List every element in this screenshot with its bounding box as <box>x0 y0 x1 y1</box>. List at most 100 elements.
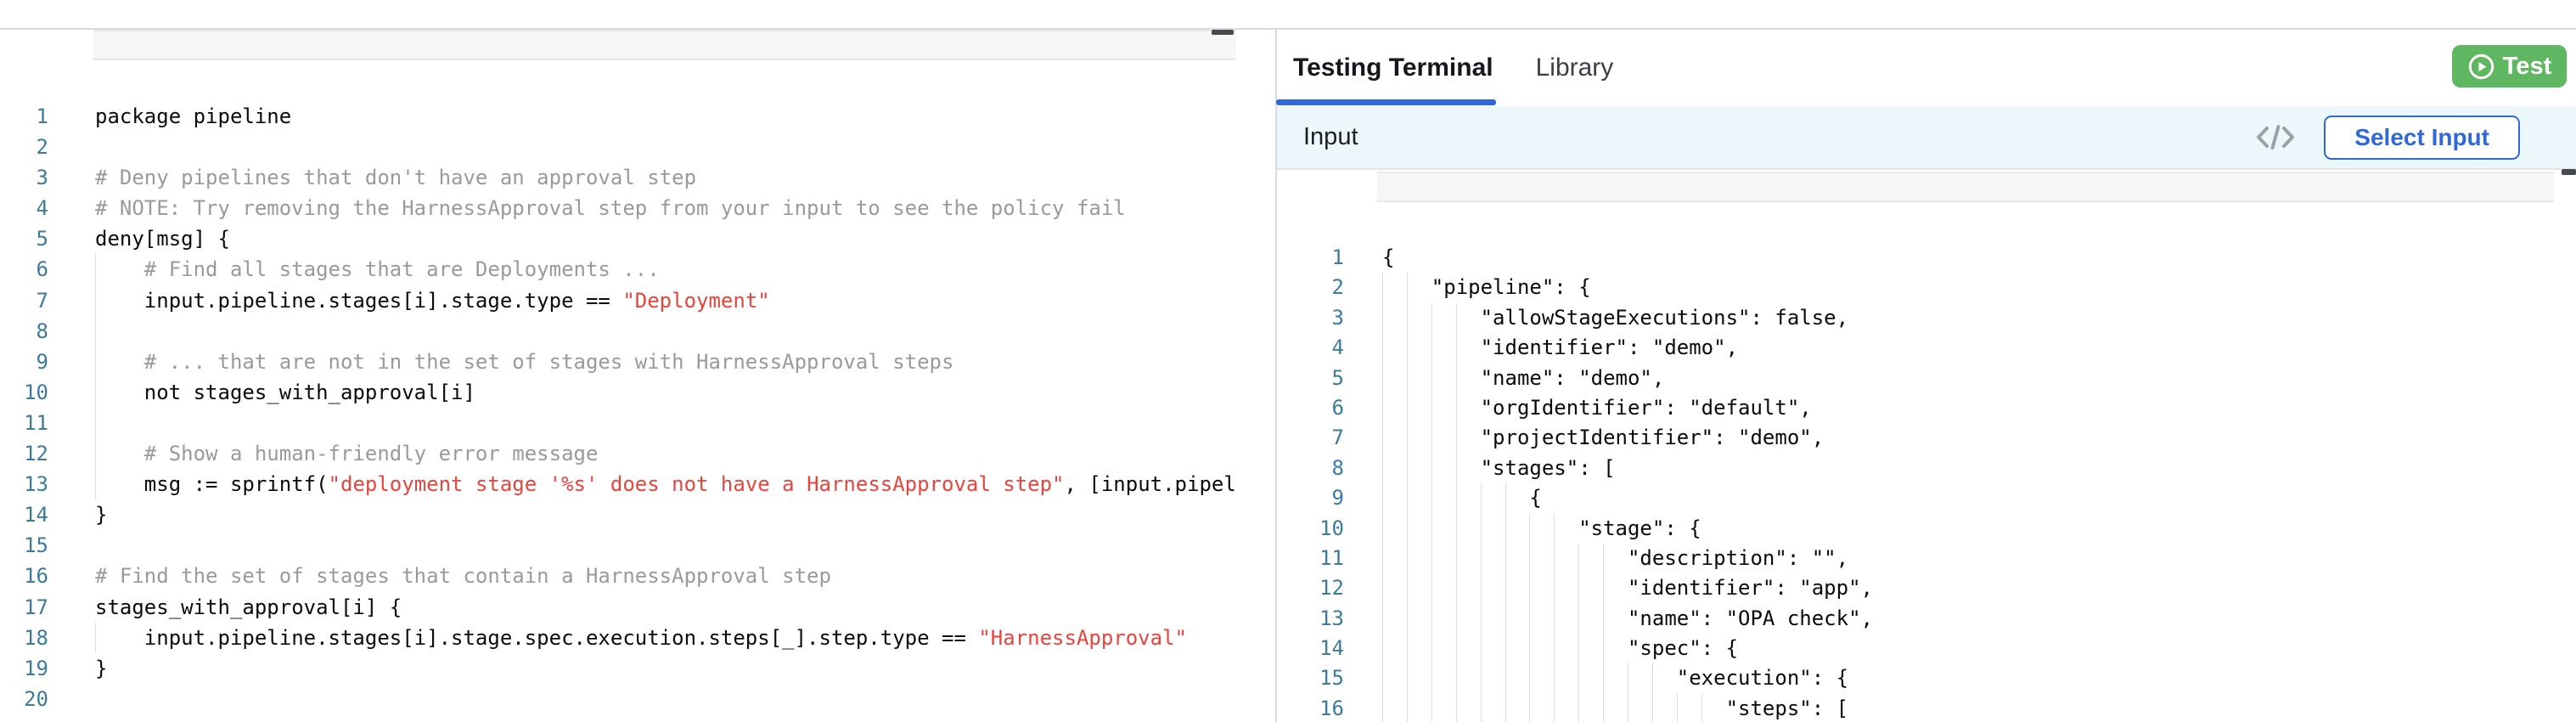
indent-guide <box>1505 663 1506 694</box>
code-line[interactable]: 19} <box>0 653 1236 684</box>
indent-guide <box>1554 573 1555 604</box>
line-number: 2 <box>36 135 48 160</box>
indent-guide <box>1406 273 1408 303</box>
code-line-text: "name": "OPA check", <box>1382 606 1873 630</box>
code-line[interactable]: 3# Deny pipelines that don't have an app… <box>0 162 1236 193</box>
code-line[interactable]: 10 "stage": { <box>1277 513 2576 544</box>
code-line-text: msg := sprintf("deployment stage '%s' do… <box>95 472 1236 497</box>
code-line-text: input.pipeline.stages[i].stage.spec.exec… <box>95 625 1187 650</box>
code-line-text: # ... that are not in the set of stages … <box>95 349 954 374</box>
code-line-text: deny[msg] { <box>95 227 230 251</box>
code-line[interactable]: 4# NOTE: Try removing the HarnessApprova… <box>0 193 1236 223</box>
code-line[interactable]: 13 msg := sprintf("deployment stage '%s'… <box>0 469 1236 500</box>
indent-guide <box>1455 513 1457 544</box>
indent-guide <box>1603 603 1605 635</box>
indent-guide <box>1431 573 1432 604</box>
indent-guide <box>1455 483 1457 514</box>
code-line[interactable]: 6 "orgIdentifier": "default", <box>1277 392 2576 424</box>
code-line[interactable]: 2 "pipeline": { <box>1277 273 2576 303</box>
indent-guide <box>1651 663 1653 694</box>
code-line[interactable]: 16# Find the set of stages that contain … <box>0 561 1236 591</box>
code-line[interactable]: 3 "allowStageExecutions": false, <box>1277 302 2576 334</box>
indent-guide <box>1455 333 1457 364</box>
indent-guide <box>1529 663 1531 694</box>
indent-guide <box>1455 693 1457 722</box>
code-line[interactable]: 8 "stages": [ <box>1277 453 2576 484</box>
indent-guide <box>1505 573 1506 604</box>
code-line[interactable]: 12 # Show a human-friendly error message <box>0 438 1236 470</box>
code-line[interactable]: 7 "projectIdentifier": "demo", <box>1277 423 2576 454</box>
code-line[interactable]: 13 "name": "OPA check", <box>1277 603 2576 635</box>
code-view-icon[interactable] <box>2254 121 2297 153</box>
line-number: 7 <box>1331 426 1344 450</box>
code-line-text: "orgIdentifier": "default", <box>1382 395 1812 420</box>
test-button[interactable]: Test <box>2452 45 2567 87</box>
indent-guide <box>95 407 96 439</box>
input-json-editor[interactable]: 1{2 "pipeline": {3 "allowStageExecutions… <box>1277 172 2576 722</box>
code-line[interactable]: 14} <box>0 499 1236 530</box>
indent-guide <box>1480 513 1482 544</box>
code-line[interactable]: 8 <box>0 315 1236 347</box>
code-line[interactable]: 2 <box>0 132 1236 162</box>
code-line-text: } <box>95 503 108 527</box>
code-line-text: "pipeline": { <box>1382 275 1591 300</box>
code-line[interactable]: 1{ <box>1277 243 2576 273</box>
indent-guide <box>1406 543 1408 574</box>
line-number: 1 <box>36 104 48 128</box>
line-number: 13 <box>24 472 48 497</box>
indent-guide <box>1455 543 1457 574</box>
indent-guide <box>1529 603 1531 635</box>
line-number: 2 <box>1331 275 1344 300</box>
indent-guide <box>1431 423 1432 454</box>
indent-guide <box>1382 483 1383 514</box>
code-line[interactable]: 6 # Find all stages that are Deployments… <box>0 254 1236 285</box>
code-line[interactable]: 10 not stages_with_approval[i] <box>0 376 1236 408</box>
code-line-text: "name": "demo", <box>1382 365 1665 390</box>
indent-guide <box>1431 483 1432 514</box>
indent-guide <box>1578 693 1580 722</box>
current-line-highlight <box>93 30 1236 60</box>
code-line[interactable]: 9 { <box>1277 483 2576 514</box>
indent-guide <box>95 346 96 377</box>
indent-guide <box>1505 693 1506 722</box>
tab-testing-terminal[interactable]: Testing Terminal <box>1293 54 1493 82</box>
line-number: 15 <box>24 533 48 558</box>
indent-guide <box>1382 392 1383 424</box>
code-line[interactable]: 20 <box>0 684 1236 714</box>
indent-guide <box>1529 543 1531 574</box>
code-line[interactable]: 11 "description": "", <box>1277 543 2576 574</box>
code-line[interactable]: 14 "spec": { <box>1277 634 2576 664</box>
indent-guide <box>1529 693 1531 722</box>
code-line-text: "projectIdentifier": "demo", <box>1382 426 1825 450</box>
indent-guide <box>1455 603 1457 635</box>
code-line[interactable]: 12 "identifier": "app", <box>1277 573 2576 604</box>
select-input-button[interactable]: Select Input <box>2324 115 2520 160</box>
code-line[interactable]: 9 # ... that are not in the set of stage… <box>0 346 1236 377</box>
indent-guide <box>1578 603 1580 635</box>
code-line[interactable]: 15 "execution": { <box>1277 663 2576 694</box>
code-line[interactable]: 16 "steps": [ <box>1277 693 2576 722</box>
tab-library[interactable]: Library <box>1536 54 1614 82</box>
indent-guide <box>1480 603 1482 635</box>
panel-resize-divider[interactable] <box>1275 28 1277 722</box>
indent-guide <box>1529 513 1531 544</box>
code-line[interactable]: 18 input.pipeline.stages[i].stage.spec.e… <box>0 622 1236 653</box>
line-number: 19 <box>24 656 48 680</box>
indent-guide <box>1382 634 1383 664</box>
indent-guide <box>1603 634 1605 664</box>
indent-guide <box>1505 603 1506 635</box>
code-line[interactable]: 7 input.pipeline.stages[i].stage.type ==… <box>0 285 1236 316</box>
code-line[interactable]: 15 <box>0 530 1236 561</box>
indent-guide <box>1480 543 1482 574</box>
line-number: 11 <box>1319 545 1344 570</box>
code-line[interactable]: 4 "identifier": "demo", <box>1277 333 2576 364</box>
code-line-text: { <box>1382 486 1542 510</box>
code-line[interactable]: 11 <box>0 407 1236 439</box>
line-number: 12 <box>1319 576 1344 601</box>
indent-guide <box>1382 573 1383 604</box>
code-line[interactable]: 5 "name": "demo", <box>1277 363 2576 393</box>
